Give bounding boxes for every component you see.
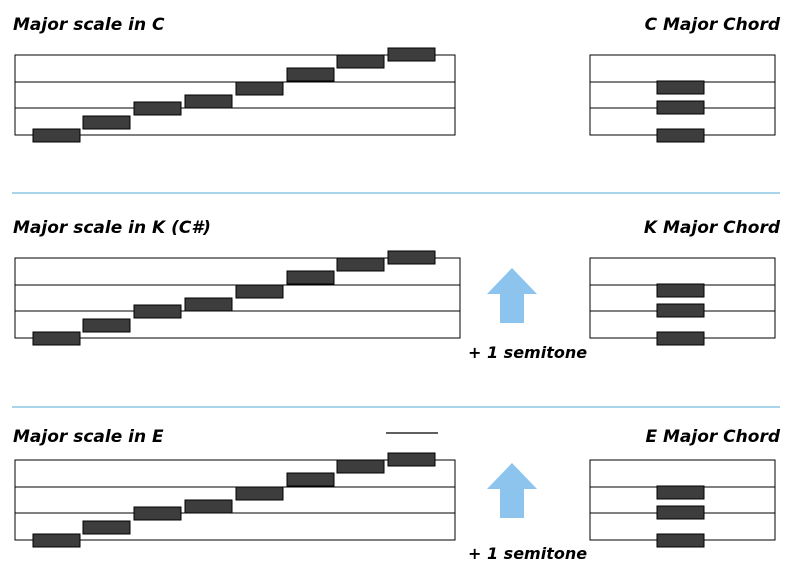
up-arrow-icon <box>487 463 537 518</box>
chord-note-1-1 <box>656 303 705 318</box>
scale-note-0-0 <box>32 128 81 143</box>
scale-note-2-0 <box>32 533 81 548</box>
scale-title-e: Major scale in E <box>13 427 164 447</box>
scale-note-2-6 <box>336 459 385 474</box>
scale-staff-0 <box>14 54 456 136</box>
scale-note-1-1 <box>82 318 131 333</box>
scale-title-k: Major scale in K (C#) <box>13 218 211 238</box>
scale-note-2-4 <box>235 486 284 501</box>
chord-note-0-1 <box>656 100 705 115</box>
scale-note-1-7 <box>387 250 436 265</box>
scale-note-1-0 <box>32 331 81 346</box>
chord-note-1-2 <box>656 331 705 346</box>
scale-note-2-2 <box>133 506 182 521</box>
scale-note-2-5 <box>286 472 335 487</box>
scale-note-2-3 <box>184 499 233 514</box>
scale-title-c: Major scale in C <box>13 15 165 35</box>
chord-note-0-2 <box>656 128 705 143</box>
scale-note-0-4 <box>235 81 284 96</box>
scale-note-2-7 <box>387 452 436 467</box>
semitone-label-2: + 1 semitone <box>468 544 588 563</box>
scale-note-1-4 <box>235 284 284 299</box>
scale-note-1-2 <box>133 304 182 319</box>
chord-note-2-2 <box>656 533 705 548</box>
scale-note-0-5 <box>286 67 335 82</box>
chord-staff-0 <box>589 54 776 136</box>
scale-note-0-1 <box>82 115 131 130</box>
chord-title-e: E Major Chord <box>645 427 780 447</box>
scale-note-2-1 <box>82 520 131 535</box>
chord-note-2-0 <box>656 485 705 500</box>
scale-note-0-3 <box>184 94 233 109</box>
scale-note-1-3 <box>184 297 233 312</box>
chord-note-1-0 <box>656 283 705 298</box>
scale-note-0-6 <box>336 54 385 69</box>
scale-staff-2 <box>14 459 456 541</box>
chord-note-2-1 <box>656 505 705 520</box>
chord-title-c: C Major Chord <box>644 15 780 35</box>
scale-note-0-2 <box>133 101 182 116</box>
chord-staff-2 <box>589 459 776 541</box>
scale-note-1-6 <box>336 257 385 272</box>
chord-staff-1 <box>589 257 776 339</box>
semitone-label-1: + 1 semitone <box>468 343 588 362</box>
scale-note-1-5 <box>286 270 335 285</box>
up-arrow-icon <box>487 268 537 323</box>
scale-note-0-7 <box>387 47 436 62</box>
section-divider-2 <box>12 406 780 408</box>
chord-title-k: K Major Chord <box>643 218 780 238</box>
scale-staff-1 <box>14 257 461 339</box>
chord-note-0-0 <box>656 80 705 95</box>
section-divider-1 <box>12 192 780 194</box>
